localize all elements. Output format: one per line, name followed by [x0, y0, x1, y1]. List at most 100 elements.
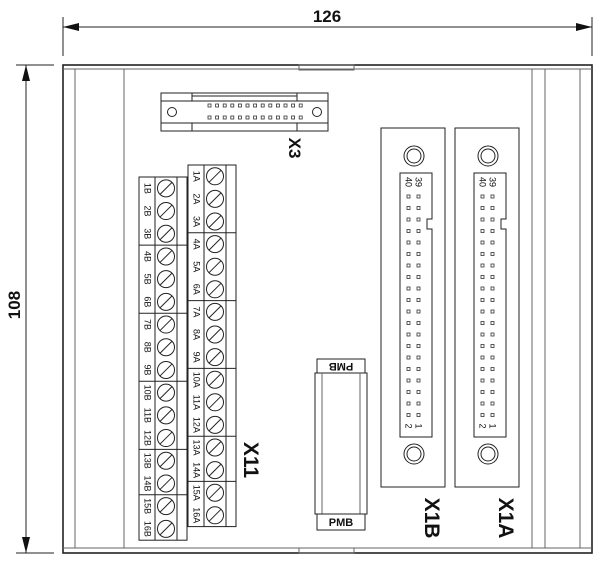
- x3-pin: [215, 115, 220, 120]
- x3-pin: [291, 115, 296, 120]
- screw-icon: [206, 235, 224, 254]
- pin: [406, 298, 411, 302]
- x3-pin: [207, 115, 212, 120]
- pin: [406, 401, 411, 406]
- pin: [406, 286, 411, 291]
- terminal-label: 13A: [192, 439, 202, 455]
- screw-icon: [206, 325, 224, 344]
- x3-pin: [283, 115, 288, 120]
- pin: [406, 378, 411, 383]
- pin-number: 39: [488, 177, 498, 187]
- pin: [406, 413, 411, 417]
- pin: [480, 217, 485, 222]
- pin: [416, 229, 421, 233]
- x3-pin: [283, 103, 288, 108]
- screw-icon: [157, 360, 175, 379]
- x3-pin: [222, 103, 227, 108]
- pin: [480, 321, 485, 325]
- pin: [480, 367, 485, 371]
- pin: [490, 240, 495, 245]
- x1b-label: X1B: [420, 498, 443, 539]
- screw-icon: [206, 257, 224, 276]
- x3-pin: [230, 115, 235, 120]
- pin: [406, 344, 411, 348]
- height-value: 108: [5, 291, 24, 319]
- pin: [490, 344, 495, 348]
- pin: [416, 206, 421, 210]
- screw-icon: [157, 474, 175, 493]
- pin: [480, 390, 485, 394]
- pin: [416, 332, 421, 337]
- pin: [480, 332, 485, 337]
- pin: [406, 367, 411, 371]
- pin: [416, 367, 421, 371]
- screw-icon: [157, 247, 175, 266]
- terminal-label: 9B: [143, 364, 153, 375]
- pin: [416, 263, 421, 268]
- pin: [406, 332, 411, 337]
- pin: [480, 413, 485, 417]
- terminal-label: 15A: [192, 485, 202, 501]
- pin: [490, 194, 495, 199]
- terminal-label: 3A: [192, 216, 202, 227]
- pin-number: 40: [404, 177, 414, 187]
- pin: [490, 275, 495, 279]
- terminal-label: 1B: [143, 183, 153, 194]
- terminal-label: 14B: [143, 475, 153, 491]
- screw-icon: [206, 212, 224, 231]
- x3-pin: [215, 103, 220, 108]
- screw-icon: [157, 179, 175, 198]
- pin: [480, 240, 485, 245]
- terminal-label: 10A: [192, 372, 202, 388]
- x1a-label: X1A: [494, 498, 517, 539]
- pin-number: 2: [404, 423, 414, 428]
- terminal-label: 7A: [192, 306, 202, 317]
- pin: [416, 275, 421, 279]
- terminal-label: 14A: [192, 462, 202, 478]
- pin: [480, 263, 485, 268]
- screw-icon: [157, 270, 175, 289]
- pin: [416, 309, 421, 314]
- pin: [480, 401, 485, 406]
- pin: [416, 298, 421, 302]
- pin: [480, 378, 485, 383]
- x3-pin: [268, 115, 273, 120]
- x3-pin: [253, 115, 258, 120]
- pin: [490, 286, 495, 291]
- x3-pin: [245, 115, 250, 120]
- terminal-label: 16A: [192, 507, 202, 523]
- screw-icon: [157, 519, 175, 538]
- pin: [480, 309, 485, 314]
- pin-number: 1: [488, 423, 498, 428]
- terminal-label: 11A: [192, 395, 202, 410]
- screw-icon: [157, 292, 175, 311]
- terminal-label: 7B: [143, 319, 153, 330]
- screw-icon: [206, 506, 224, 525]
- x3-pin: [207, 103, 212, 108]
- pin: [406, 263, 411, 268]
- x3-pin: [291, 103, 296, 108]
- pin: [490, 401, 495, 406]
- x3-connector: [160, 92, 329, 132]
- screw-icon: [206, 438, 224, 457]
- pin: [406, 206, 411, 210]
- screw-icon: [157, 202, 175, 221]
- pin: [406, 275, 411, 279]
- terminal-label: 9A: [192, 352, 202, 363]
- screw-icon: [206, 302, 224, 321]
- screw-icon: [206, 415, 224, 434]
- screw-icon: [206, 483, 224, 502]
- x3-label: X3: [285, 138, 304, 159]
- terminal-label: 1A: [192, 171, 202, 182]
- x3-pin: [275, 103, 280, 108]
- screw-icon: [206, 370, 224, 389]
- x3-pin: [298, 115, 303, 120]
- pin: [406, 240, 411, 245]
- x3-pin: [253, 103, 258, 108]
- terminal-label: 2B: [143, 206, 153, 217]
